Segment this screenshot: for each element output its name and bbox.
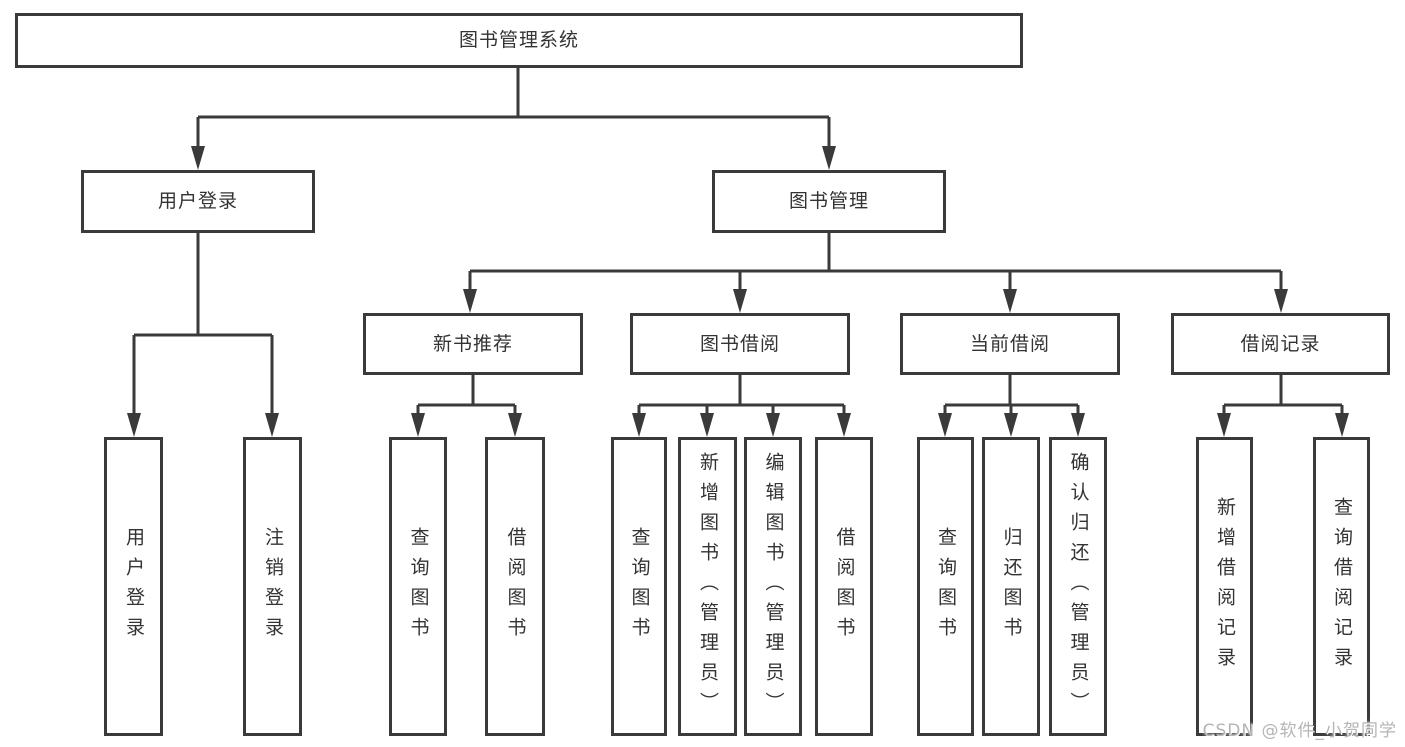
leaf-confirm-return-admin: 确认归还（管理员）	[1049, 437, 1107, 736]
leaf-edit-books-admin-label: 编辑图书（管理员）	[762, 451, 785, 722]
leaf-borrowing-query-books: 查询图书	[611, 437, 667, 736]
leaf-recommend-query-books: 查询图书	[389, 437, 447, 736]
leaf-add-borrow-record: 新增借阅记录	[1196, 437, 1253, 736]
node-new-book-recommend: 新书推荐	[363, 313, 583, 375]
node-borrow-records-label: 借阅记录	[1240, 332, 1321, 355]
node-book-management-label: 图书管理	[788, 190, 869, 212]
node-library-system-label: 图书管理系统	[458, 29, 579, 51]
leaf-return-books: 归还图书	[982, 437, 1040, 736]
node-user-login: 用户登录	[81, 170, 315, 233]
node-book-management: 图书管理	[712, 170, 946, 233]
leaf-logout-label: 注销登录	[262, 526, 284, 647]
leaf-current-query-books-label: 查询图书	[935, 526, 957, 647]
leaf-borrowing-borrow-books-label: 借阅图书	[833, 526, 856, 647]
leaf-borrowing-query-books-label: 查询图书	[628, 526, 651, 647]
leaf-return-books-label: 归还图书	[1000, 526, 1023, 647]
leaf-confirm-return-admin-label: 确认归还（管理员）	[1067, 451, 1090, 722]
leaf-user-login-label: 用户登录	[123, 526, 145, 647]
watermark: CSDN @软件_小贺同学	[1202, 721, 1397, 741]
node-new-book-recommend-label: 新书推荐	[432, 332, 513, 355]
leaf-add-books-admin-label: 新增图书（管理员）	[697, 451, 719, 722]
node-book-borrowing-label: 图书借阅	[699, 332, 780, 355]
leaf-logout: 注销登录	[243, 437, 302, 736]
leaf-add-books-admin: 新增图书（管理员）	[678, 437, 737, 736]
leaf-recommend-query-books-label: 查询图书	[407, 526, 430, 647]
leaf-user-login: 用户登录	[104, 437, 163, 736]
leaf-recommend-borrow-books: 借阅图书	[485, 437, 545, 736]
node-current-borrowing-label: 当前借阅	[969, 332, 1050, 355]
leaf-query-borrow-record-label: 查询借阅记录	[1331, 496, 1353, 677]
leaf-add-borrow-record-label: 新增借阅记录	[1214, 496, 1236, 677]
leaf-query-borrow-record: 查询借阅记录	[1313, 437, 1370, 736]
node-user-login-label: 用户登录	[157, 190, 238, 212]
leaf-recommend-borrow-books-label: 借阅图书	[504, 526, 527, 647]
leaf-current-query-books: 查询图书	[917, 437, 974, 736]
node-library-system: 图书管理系统	[15, 13, 1023, 68]
leaf-borrowing-borrow-books: 借阅图书	[815, 437, 873, 736]
node-book-borrowing: 图书借阅	[630, 313, 850, 375]
node-borrow-records: 借阅记录	[1171, 313, 1390, 375]
leaf-edit-books-admin: 编辑图书（管理员）	[744, 437, 802, 736]
node-current-borrowing: 当前借阅	[900, 313, 1120, 375]
